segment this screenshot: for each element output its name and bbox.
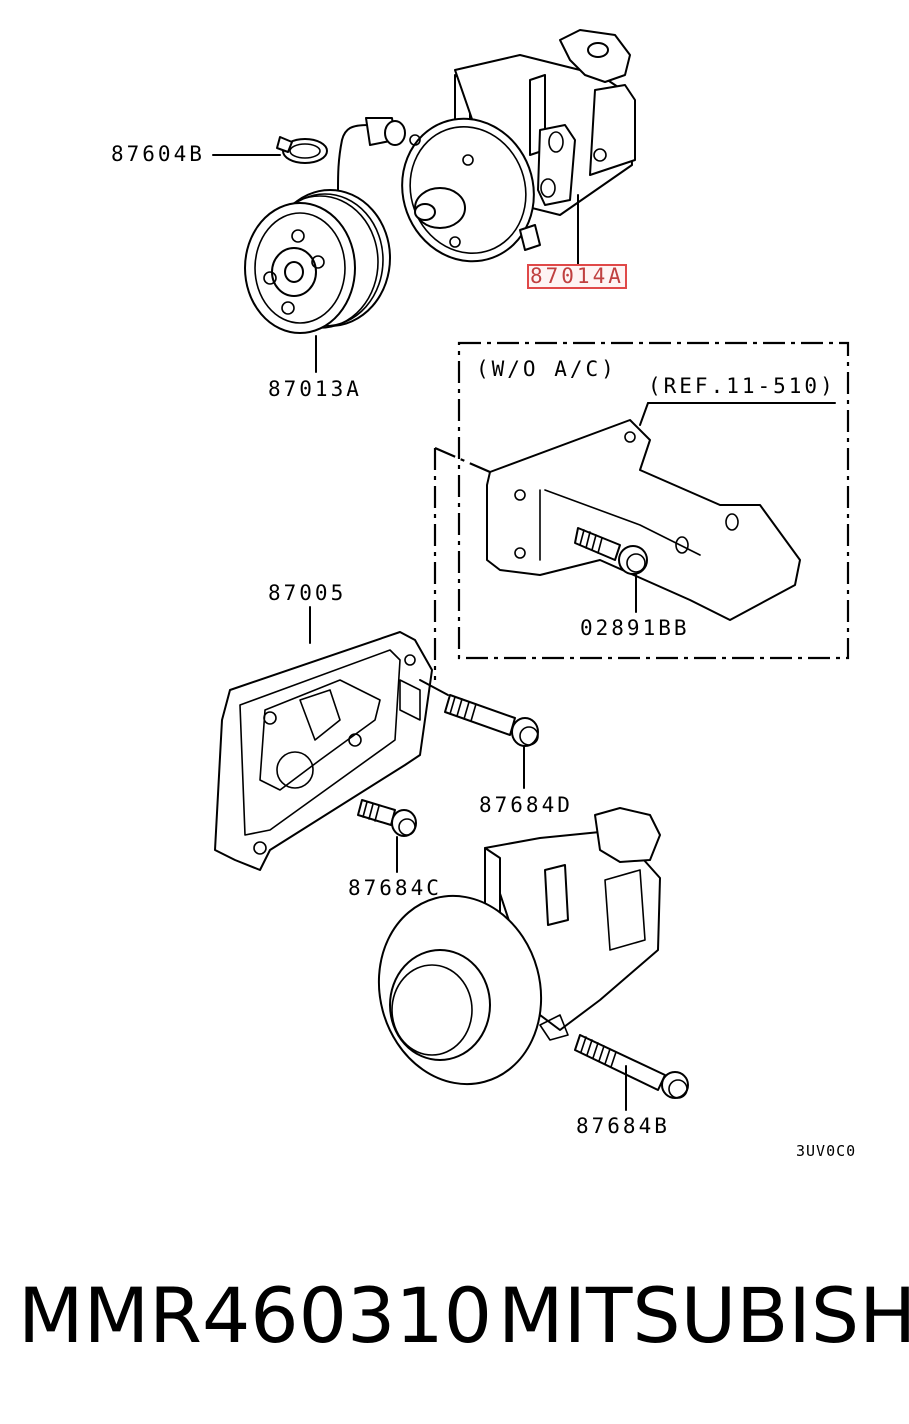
callout-87014A[interactable]: 87014A <box>527 264 627 289</box>
inset-box <box>433 341 850 680</box>
pulley-drawing <box>244 189 391 373</box>
callout-87005[interactable]: 87005 <box>268 581 347 605</box>
callout-87013A[interactable]: 87013A <box>268 377 362 401</box>
bolt-b-drawing <box>574 1034 689 1111</box>
bracket-drawing <box>214 606 433 871</box>
compressor-top-drawing <box>337 29 636 266</box>
inset-reference-label[interactable]: (REF.11-510) <box>648 374 836 398</box>
callout-87684C[interactable]: 87684C <box>348 876 442 900</box>
clamp-drawing <box>212 136 328 164</box>
compressor-bottom-drawing <box>377 807 661 1086</box>
bolt-c-drawing <box>357 799 417 873</box>
diagram-code: 3UV0C0 <box>796 1142 857 1160</box>
footer-part-number: MMR460310 <box>18 1271 493 1360</box>
bolt-d-drawing <box>419 679 539 789</box>
inset-condition-label: (W/O A/C) <box>476 357 617 381</box>
callout-02891BB[interactable]: 02891BB <box>580 616 690 640</box>
footer-brand: MITSUBISHI <box>498 1271 909 1360</box>
callout-87684B[interactable]: 87684B <box>576 1114 670 1138</box>
callout-87604B[interactable]: 87604B <box>111 142 205 166</box>
callout-87684D[interactable]: 87684D <box>479 793 573 817</box>
